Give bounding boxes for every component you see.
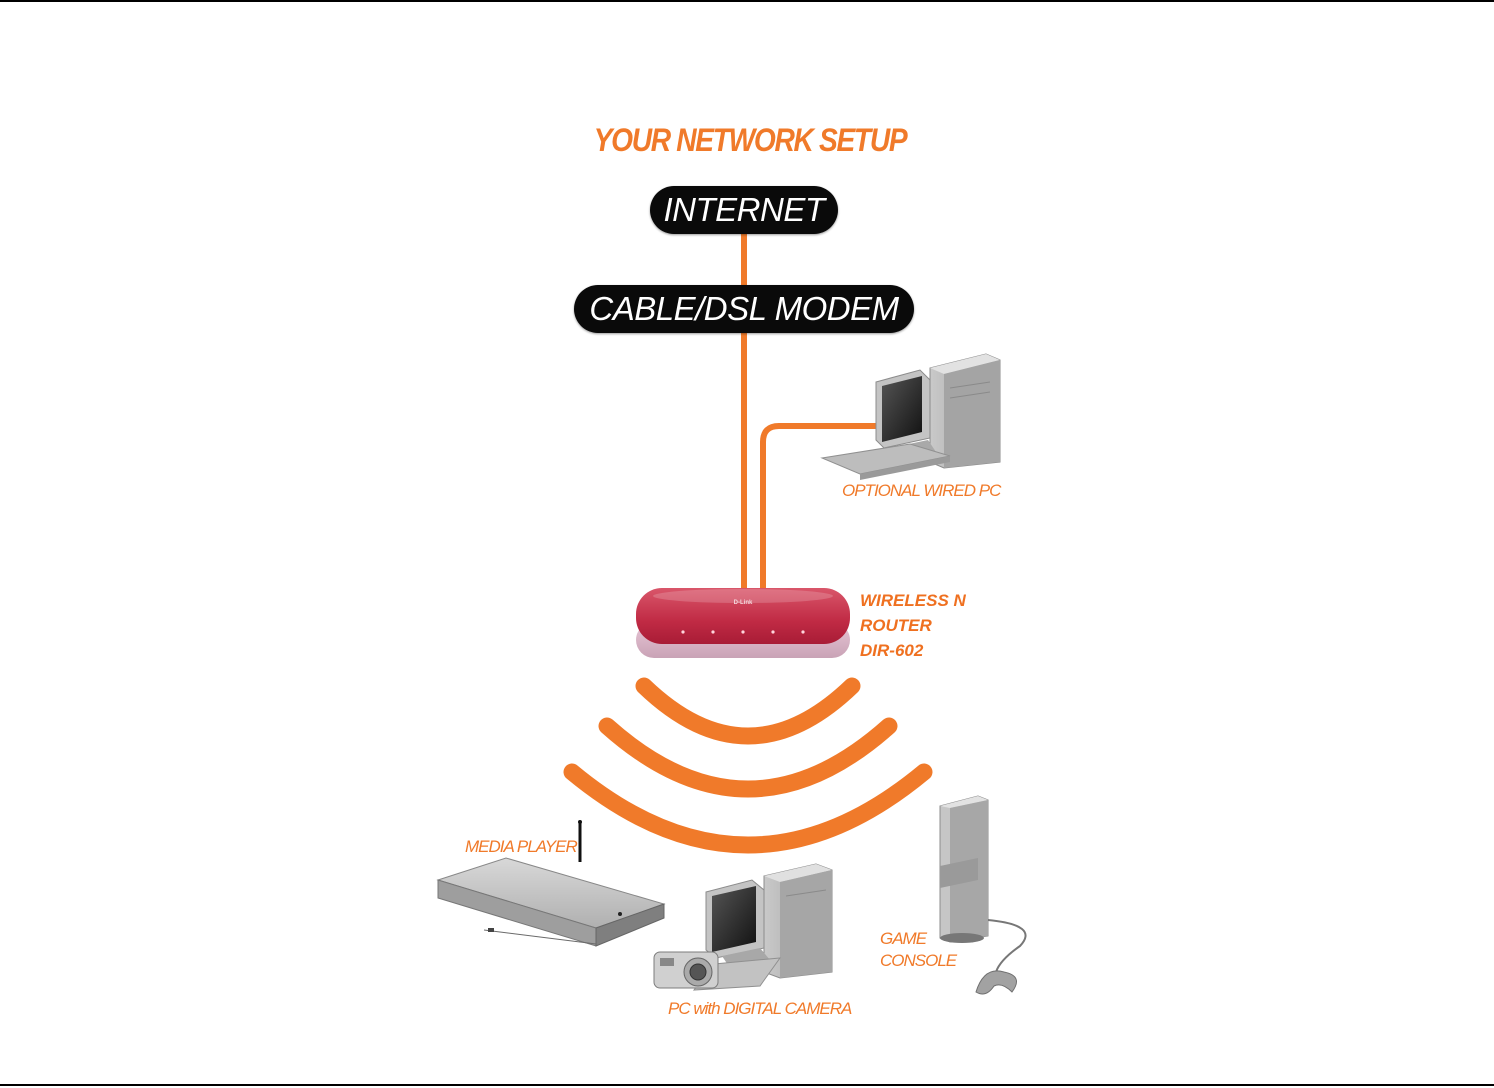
game-console-label: GAME CONSOLE — [880, 928, 956, 972]
pc-with-camera-icon — [654, 864, 832, 990]
wireless-wave-inner — [644, 686, 852, 736]
router-label-line2: ROUTER — [860, 613, 966, 638]
pc-camera-label: PC with DIGITAL CAMERA — [668, 998, 851, 1020]
wireless-signal-waves — [572, 686, 924, 845]
wireless-router-icon: D-Link — [636, 588, 850, 658]
router-logo: D-Link — [734, 600, 753, 606]
modem-node: CABLE/DSL MODEM — [574, 285, 914, 333]
wired-pc-label: OPTIONAL WIRED PC — [842, 480, 1000, 502]
router-to-wired-pc-cable — [763, 426, 880, 592]
diagram-title: YOUR NETWORK SETUP — [583, 122, 917, 159]
game-console-label-line1: GAME — [880, 928, 956, 950]
router-label: WIRELESS N ROUTER DIR-602 — [860, 588, 966, 663]
internet-node: INTERNET — [650, 186, 838, 234]
router-label-line3: DIR-602 — [860, 638, 966, 663]
media-player-label: MEDIA PLAYER — [465, 836, 577, 858]
router-label-line1: WIRELESS N — [860, 588, 966, 613]
game-console-label-line2: CONSOLE — [880, 950, 956, 972]
wired-pc-icon — [822, 354, 1000, 480]
